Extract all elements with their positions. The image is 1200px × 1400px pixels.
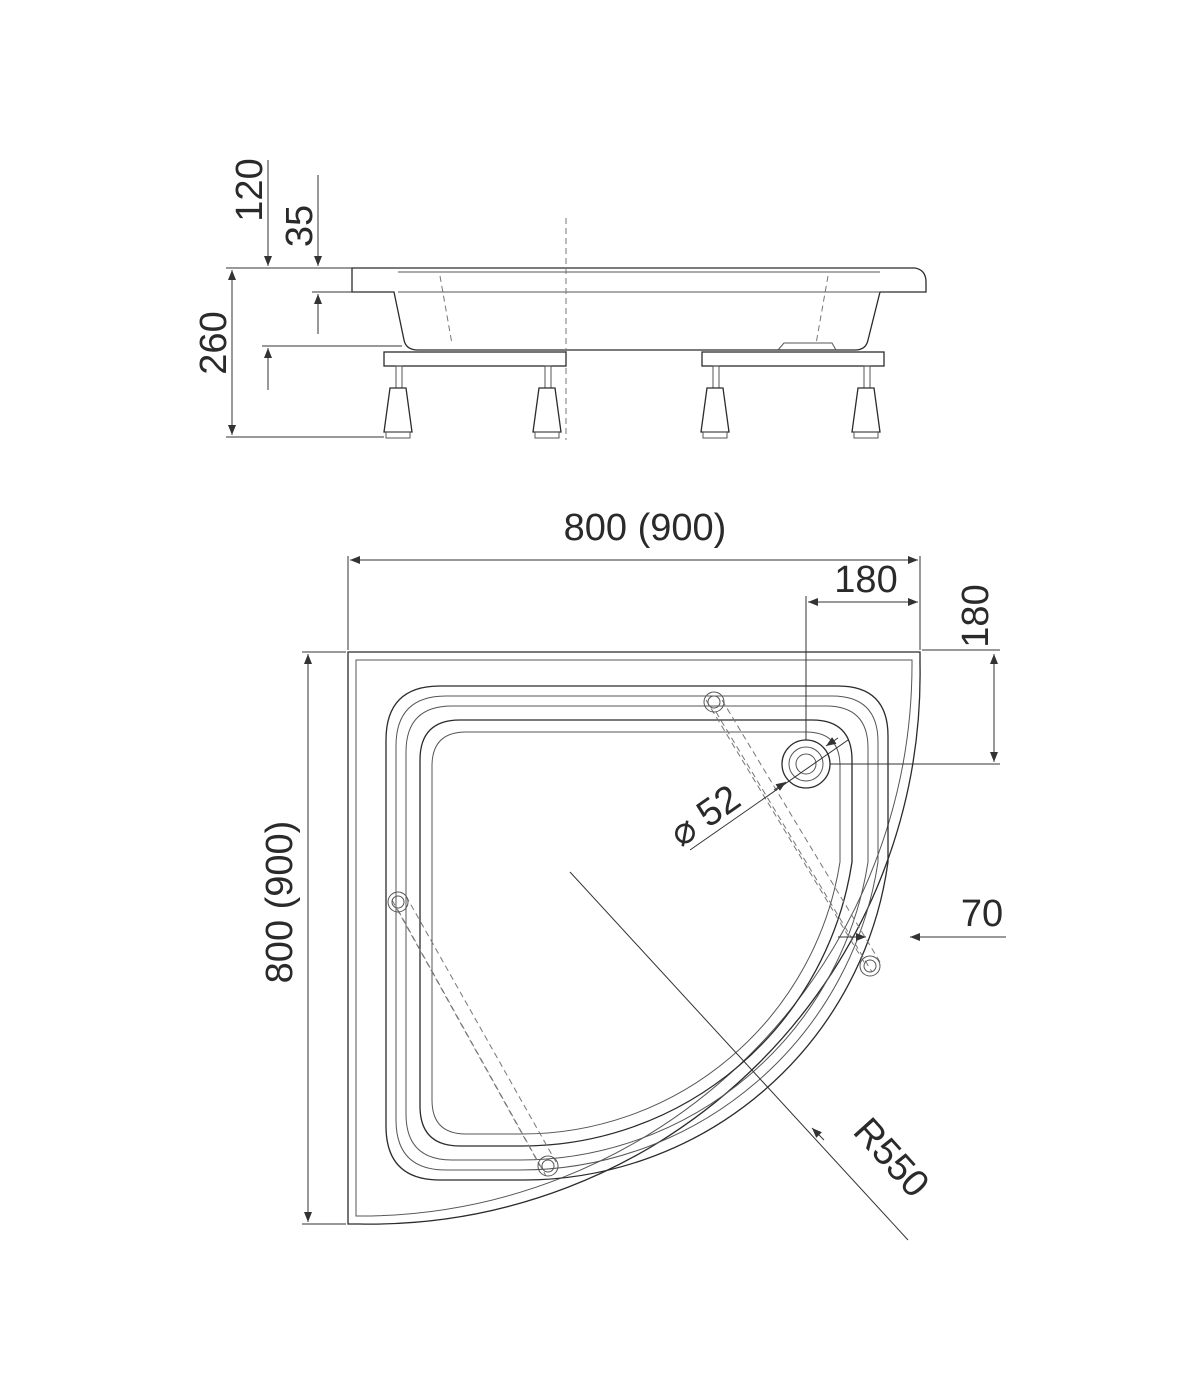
dim-radius-label: R550 [845, 1110, 937, 1206]
dim-drain-y: 180 [830, 584, 1000, 765]
leg-mount-bottom [537, 1155, 559, 1177]
dim-depth: 800 (900) [259, 651, 346, 1225]
dim-rim-width-label: 70 [961, 893, 1003, 935]
dim-total-height-label: 260 [193, 311, 235, 374]
tray-outer-outline [347, 651, 921, 1225]
dim-drain-diameter-label: ⌀ 52 [662, 777, 748, 855]
leg-mount-top [703, 691, 725, 713]
dim-depth-label: 800 (900) [259, 821, 301, 984]
dim-tray-height-label: 120 [229, 158, 271, 221]
dim-drain-x-label: 180 [834, 559, 897, 601]
dim-radius: R550 [569, 871, 937, 1241]
leg-4 [851, 365, 881, 439]
dim-tray-height: 120 [229, 158, 402, 390]
side-view: 260 120 35 [193, 158, 927, 440]
dim-rim-depth-label: 35 [279, 205, 321, 247]
leg-1 [383, 365, 413, 439]
support-frame-left [383, 351, 567, 367]
leg-mount-right [859, 955, 881, 977]
dim-drain-x: 180 [805, 559, 918, 740]
basin-inner-line [419, 719, 853, 1147]
dim-width: 800 (900) [347, 507, 921, 650]
rim-outer-line [385, 685, 889, 1181]
support-bars-hidden [391, 699, 881, 1177]
dim-total-height: 260 [193, 267, 384, 438]
tray-side-outline [351, 267, 927, 351]
drain-profile [777, 342, 837, 351]
leg-mount-left [387, 891, 409, 913]
dim-rim-depth: 35 [279, 175, 352, 334]
dim-width-label: 800 (900) [564, 507, 727, 549]
top-view: 800 (900) 800 (900) 180 180 ⌀ 52 [259, 507, 1006, 1241]
dim-rim-width: 70 [838, 893, 1006, 941]
dim-drain-y-label: 180 [955, 584, 997, 647]
support-frame-right [701, 351, 885, 367]
leg-3 [700, 365, 730, 439]
leg-2 [532, 365, 562, 439]
